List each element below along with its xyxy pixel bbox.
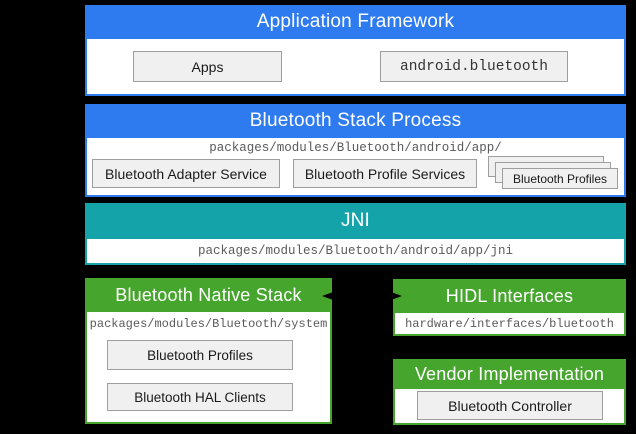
section-bluetooth-native-stack: Bluetooth Native Stack packages/modules/…	[85, 278, 332, 424]
bluetooth-native-stack-header: Bluetooth Native Stack	[85, 278, 332, 312]
bluetooth-controller-box: Bluetooth Controller	[417, 391, 603, 420]
jni-path-label: packages/modules/Bluetooth/android/app/j…	[85, 239, 626, 265]
vendor-implementation-body: Bluetooth Controller	[393, 389, 626, 425]
bluetooth-profiles-stack: Bluetooth Profiles	[87, 138, 624, 195]
section-jni: JNI packages/modules/Bluetooth/android/a…	[85, 203, 626, 265]
application-framework-body: Apps android.bluetooth	[85, 39, 626, 96]
bluetooth-native-stack-body: packages/modules/Bluetooth/system Blueto…	[85, 312, 332, 424]
bluetooth-profile-services-box: Bluetooth Profile Services	[293, 159, 477, 188]
section-hidl-interfaces: HIDL Interfaces hardware/interfaces/blue…	[393, 279, 626, 336]
vendor-implementation-header: Vendor Implementation	[393, 359, 626, 389]
android-bluetooth-box: android.bluetooth	[380, 51, 568, 82]
native-bluetooth-profiles-box: Bluetooth Profiles	[107, 340, 293, 370]
jni-header: JNI	[85, 203, 626, 239]
apps-box: Apps	[133, 51, 282, 82]
section-bluetooth-stack-process: Bluetooth Stack Process packages/modules…	[85, 104, 626, 197]
bluetooth-hal-clients-box: Bluetooth HAL Clients	[107, 383, 293, 411]
native-stack-hidl-arrow-icon	[322, 291, 402, 301]
bluetooth-adapter-service-box: Bluetooth Adapter Service	[92, 159, 280, 188]
bluetooth-profiles-box: Bluetooth Profiles	[502, 168, 618, 189]
bluetooth-stack-process-body: packages/modules/Bluetooth/android/app/ …	[85, 138, 626, 197]
native-stack-path-label: packages/modules/Bluetooth/system	[89, 317, 328, 331]
application-framework-header: Application Framework	[85, 5, 626, 39]
stack-process-path-label: packages/modules/Bluetooth/android/app/	[209, 141, 502, 155]
hidl-path-label: hardware/interfaces/bluetooth	[393, 313, 626, 336]
bluetooth-stack-process-header: Bluetooth Stack Process	[85, 104, 626, 138]
hidl-interfaces-header: HIDL Interfaces	[393, 279, 626, 313]
section-vendor-implementation: Vendor Implementation Bluetooth Controll…	[393, 359, 626, 425]
section-application-framework: Application Framework Apps android.bluet…	[85, 5, 626, 96]
